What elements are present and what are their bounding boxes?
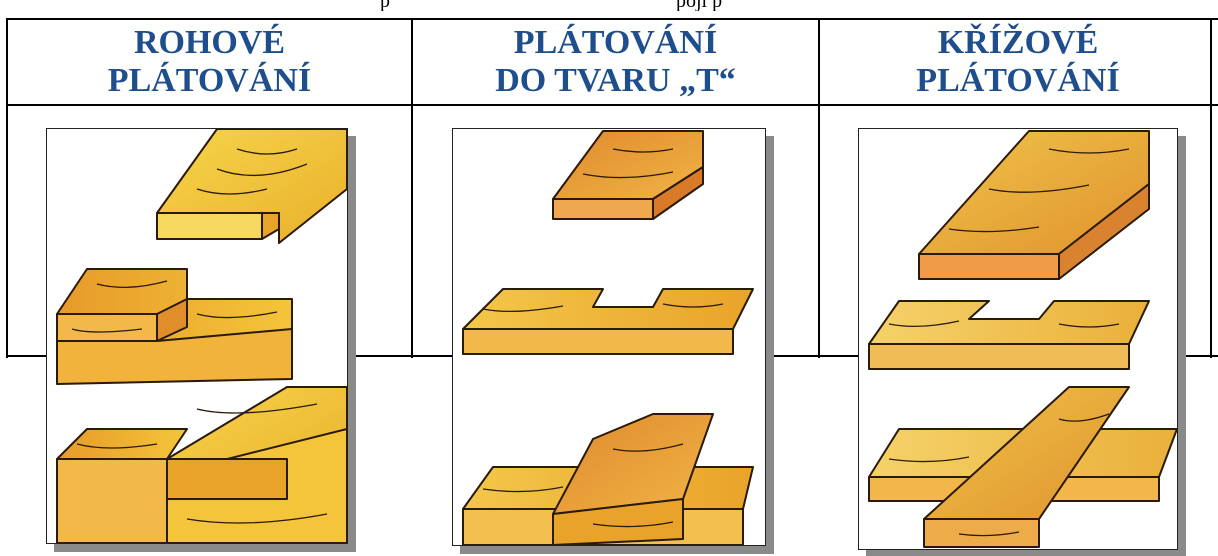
header-t-lap: PLÁTOVÁNÍ DO TVARU „T“ [413,22,818,102]
clipped-text-left: p [380,0,390,11]
header-cross-lap-line1: KŘÍŽOVÉ [938,24,1099,62]
cross-lap-joint-illustration [859,129,1177,549]
clipped-top-text: p pojí p [0,0,1218,11]
t-lap-joint-illustration [453,129,765,545]
corner-lap-joint-panel [46,128,348,544]
header-t-lap-line2: DO TVARU „T“ [495,62,736,100]
corner-lap-joint-illustration [47,129,347,543]
header-corner-lap-line2: PLÁTOVÁNÍ [108,62,311,100]
header-corner-lap-line1: ROHOVÉ [134,24,285,62]
header-t-lap-line1: PLÁTOVÁNÍ [514,24,717,62]
table-line-top [6,18,1218,20]
header-cross-lap-line2: PLÁTOVÁNÍ [916,62,1119,100]
clipped-text-right: pojí p [676,0,722,11]
header-cross-lap: KŘÍŽOVÉ PLÁTOVÁNÍ [820,22,1216,102]
cross-lap-joint-panel [858,128,1178,550]
header-corner-lap: ROHOVÉ PLÁTOVÁNÍ [8,22,411,102]
table-line-header [6,104,1218,106]
t-lap-joint-panel [452,128,766,546]
